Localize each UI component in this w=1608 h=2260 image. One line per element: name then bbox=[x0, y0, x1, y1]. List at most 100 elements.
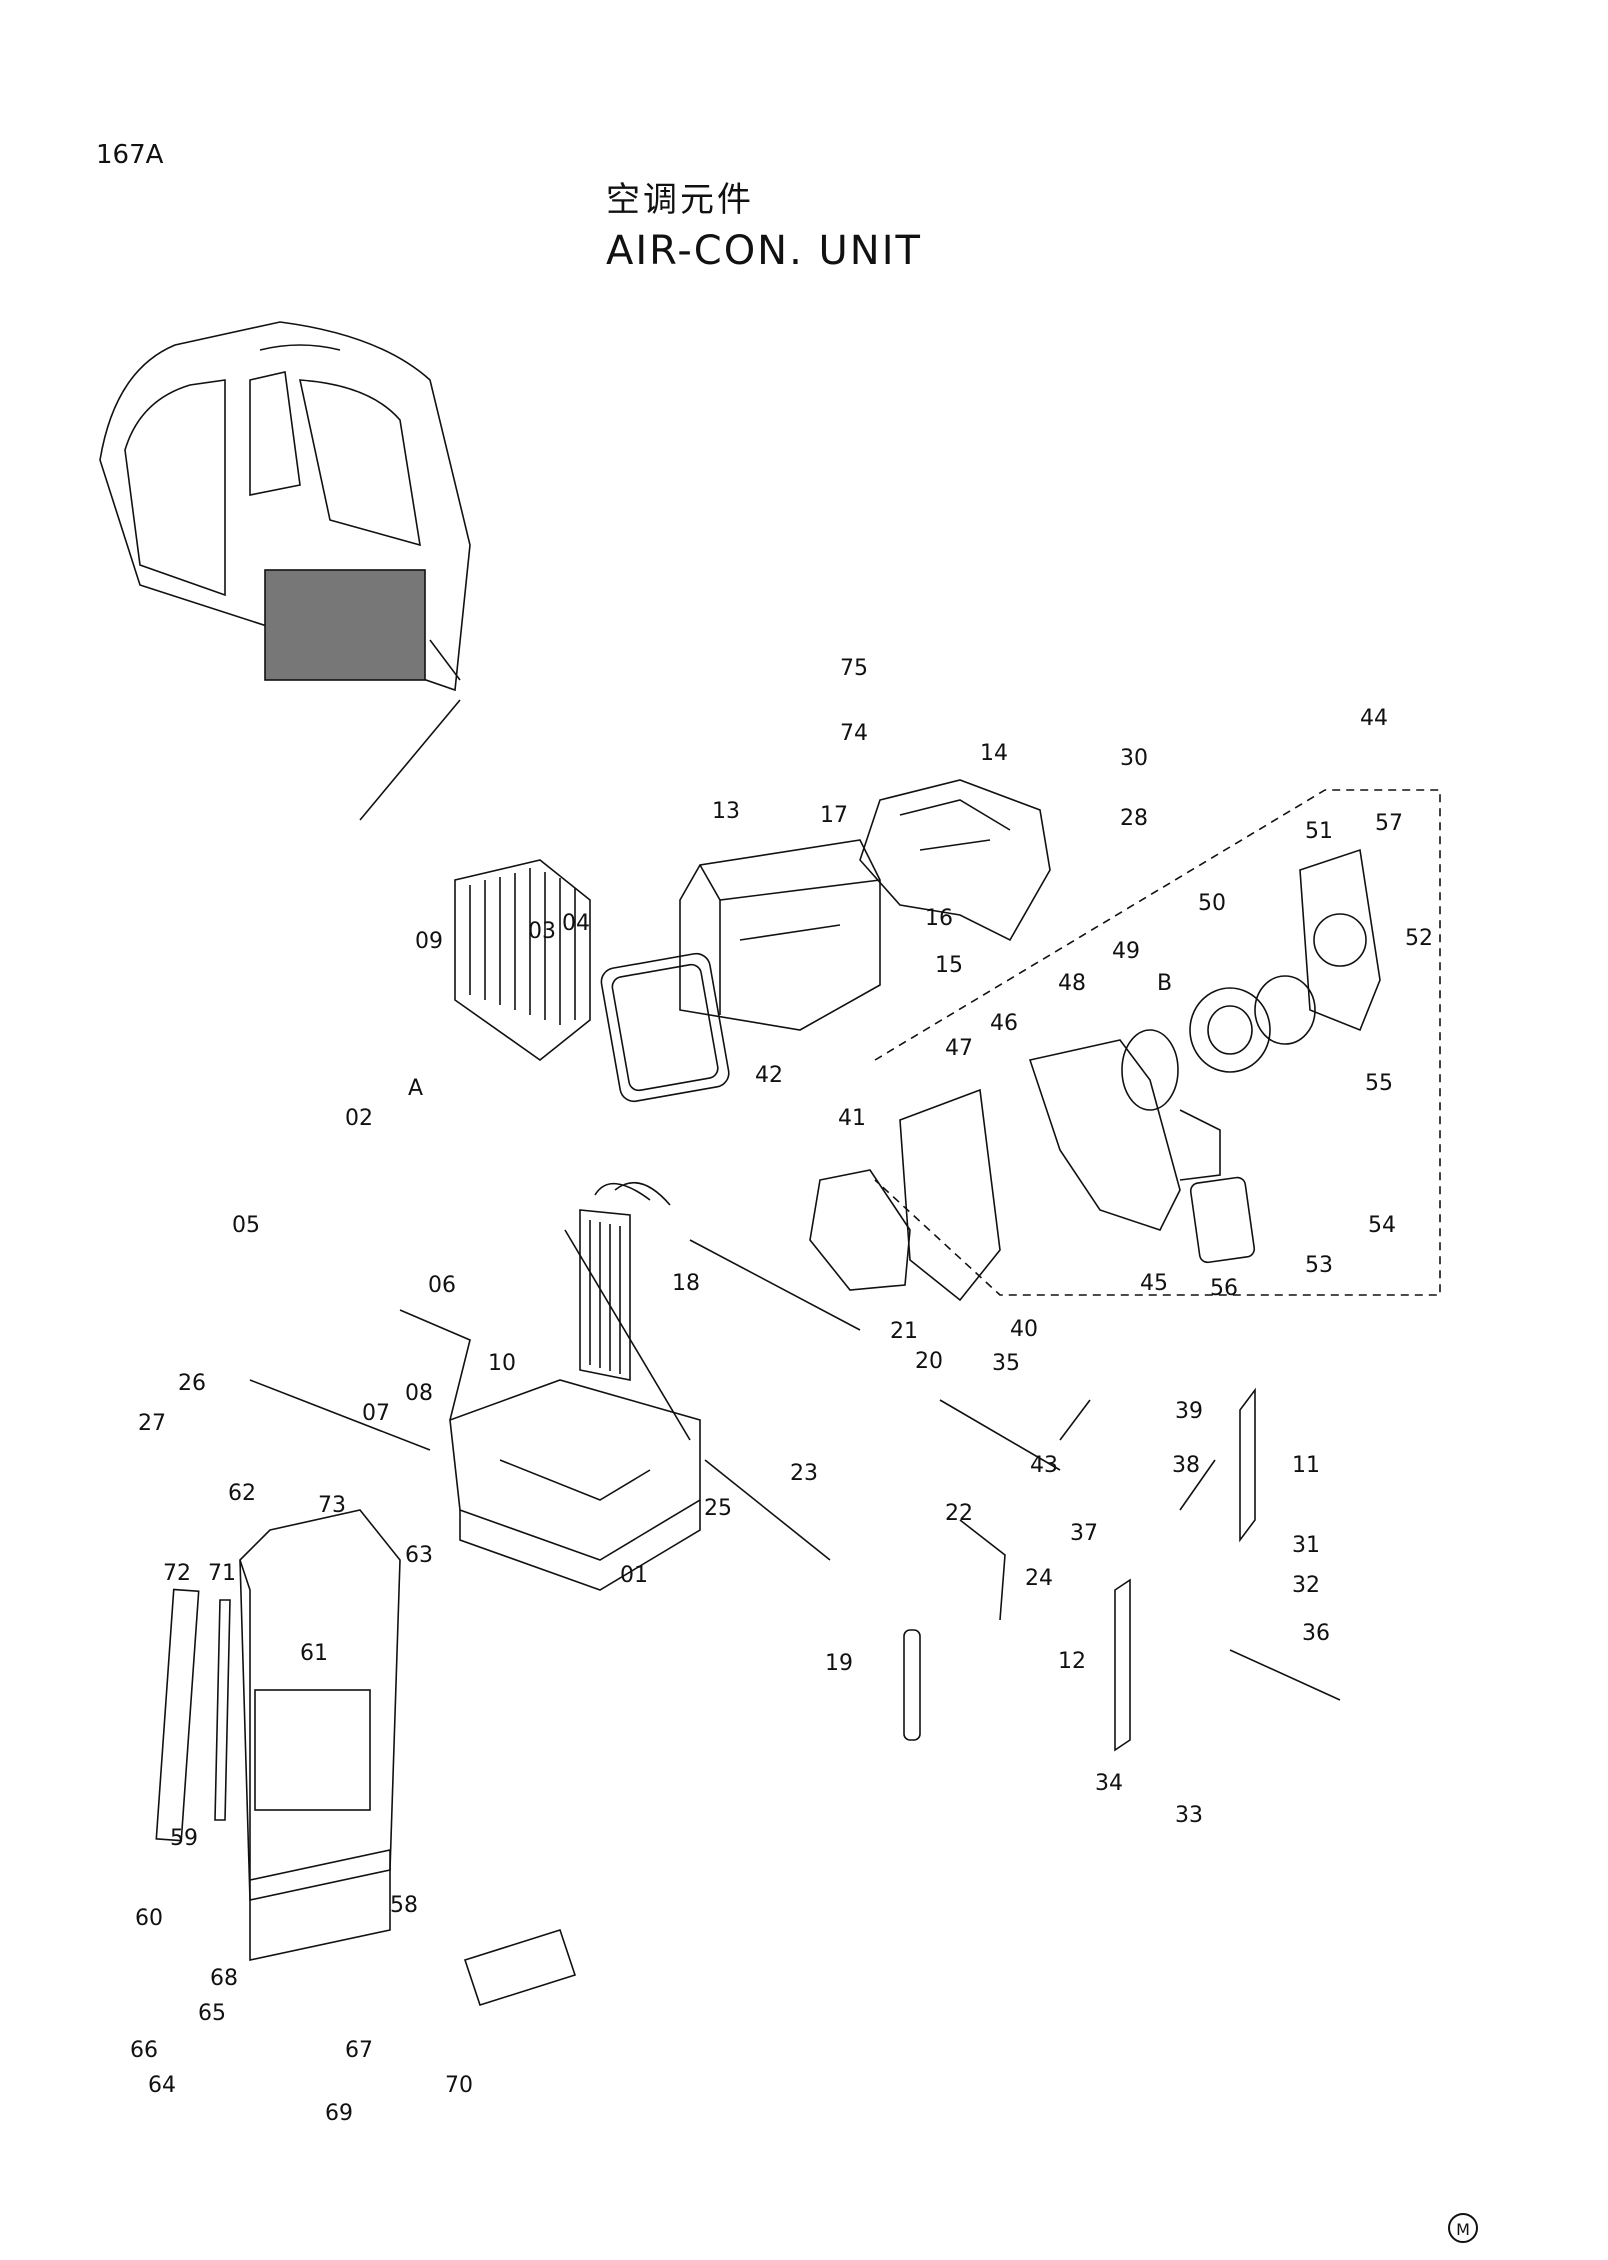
callout-32: 32 bbox=[1292, 1573, 1320, 1598]
blower-housing bbox=[899, 1029, 1221, 1302]
callout-60: 60 bbox=[135, 1906, 163, 1931]
m-mark-icon: M bbox=[1448, 2213, 1478, 2243]
callout-04: 04 bbox=[562, 911, 590, 936]
callout-09: 09 bbox=[415, 929, 443, 954]
callout-37: 37 bbox=[1070, 1521, 1098, 1546]
blower-assembly-group bbox=[874, 789, 1441, 1296]
callout-38: 38 bbox=[1172, 1453, 1200, 1478]
callout-46: 46 bbox=[990, 1011, 1018, 1036]
callout-34: 34 bbox=[1095, 1771, 1123, 1796]
callout-28: 28 bbox=[1120, 806, 1148, 831]
callout-51: 51 bbox=[1305, 819, 1333, 844]
title-english: AIR-CON. UNIT bbox=[606, 228, 922, 274]
callout-23: 23 bbox=[790, 1461, 818, 1486]
callout-06: 06 bbox=[428, 1273, 456, 1298]
cab-outline bbox=[99, 321, 471, 821]
case-gasket bbox=[600, 952, 730, 1103]
callout-74: 74 bbox=[840, 721, 868, 746]
callout-49: 49 bbox=[1112, 939, 1140, 964]
callout-47: 47 bbox=[945, 1036, 973, 1061]
heater-core bbox=[579, 1181, 671, 1381]
callout-36: 36 bbox=[1302, 1621, 1330, 1646]
callout-13: 13 bbox=[712, 799, 740, 824]
callout-07: 07 bbox=[362, 1401, 390, 1426]
callout-11: 11 bbox=[1292, 1453, 1320, 1478]
title-chinese: 空调元件 bbox=[606, 180, 754, 220]
bracket-11 bbox=[1239, 1387, 1256, 1543]
callout-43: 43 bbox=[1030, 1453, 1058, 1478]
callout-10: 10 bbox=[488, 1351, 516, 1376]
callout-53: 53 bbox=[1305, 1253, 1333, 1278]
callout-44: 44 bbox=[1360, 706, 1388, 731]
callout-03: 03 bbox=[528, 919, 556, 944]
callout-17: 17 bbox=[820, 803, 848, 828]
callout-42: 42 bbox=[755, 1063, 783, 1088]
upper-case bbox=[679, 839, 881, 1031]
panel-72 bbox=[155, 1588, 200, 1842]
callout-52: 52 bbox=[1405, 926, 1433, 951]
lower-case bbox=[449, 1379, 701, 1591]
callout-59: 59 bbox=[170, 1826, 198, 1851]
callout-01: 01 bbox=[620, 1563, 648, 1588]
callout-41: 41 bbox=[838, 1106, 866, 1131]
callout-25: 25 bbox=[704, 1496, 732, 1521]
callout-67: 67 bbox=[345, 2038, 373, 2063]
callout-33: 33 bbox=[1175, 1803, 1203, 1828]
callout-64: 64 bbox=[148, 2073, 176, 2098]
callout-30: 30 bbox=[1120, 746, 1148, 771]
callout-08: 08 bbox=[405, 1381, 433, 1406]
filter bbox=[1189, 1176, 1256, 1264]
callout-20: 20 bbox=[915, 1349, 943, 1374]
strip-71 bbox=[214, 1599, 231, 1821]
page-number: 167A bbox=[96, 140, 164, 170]
evaporator-core bbox=[454, 859, 591, 1062]
callout-62: 62 bbox=[228, 1481, 256, 1506]
callout-75: 75 bbox=[840, 656, 868, 681]
bracket-58 bbox=[249, 1849, 391, 1961]
pipe-24 bbox=[959, 1519, 1006, 1621]
callout-66: 66 bbox=[130, 2038, 158, 2063]
callout-24: 24 bbox=[1025, 1566, 1053, 1591]
callout-48: 48 bbox=[1058, 971, 1086, 996]
callout-69: 69 bbox=[325, 2101, 353, 2126]
callout-16: 16 bbox=[925, 906, 953, 931]
blower-gasket bbox=[809, 1169, 911, 1291]
air-duct-cover bbox=[859, 779, 1051, 942]
callout-72: 72 bbox=[163, 1561, 191, 1586]
ref-letter-a: A bbox=[408, 1076, 423, 1101]
callout-18: 18 bbox=[672, 1271, 700, 1296]
callout-26: 26 bbox=[178, 1371, 206, 1396]
callout-55: 55 bbox=[1365, 1071, 1393, 1096]
motor-plate bbox=[1299, 848, 1381, 1032]
callout-54: 54 bbox=[1368, 1213, 1396, 1238]
callout-40: 40 bbox=[1010, 1317, 1038, 1342]
callout-21: 21 bbox=[890, 1319, 918, 1344]
callout-65: 65 bbox=[198, 2001, 226, 2026]
callout-15: 15 bbox=[935, 953, 963, 978]
blower-fan bbox=[1189, 975, 1316, 1073]
callout-68: 68 bbox=[210, 1966, 238, 1991]
callout-63: 63 bbox=[405, 1543, 433, 1568]
callout-35: 35 bbox=[992, 1351, 1020, 1376]
callout-02: 02 bbox=[345, 1106, 373, 1131]
callout-45: 45 bbox=[1140, 1271, 1168, 1296]
mounting-bracket bbox=[239, 1509, 401, 1901]
callout-labels: 75 74 14 30 28 44 57 52 51 50 13 17 16 1… bbox=[130, 656, 1433, 2126]
callout-05: 05 bbox=[232, 1213, 260, 1238]
relay-block bbox=[463, 1929, 577, 2006]
callout-56: 56 bbox=[1210, 1276, 1238, 1301]
callout-73: 73 bbox=[318, 1493, 346, 1518]
callout-14: 14 bbox=[980, 741, 1008, 766]
callout-58: 58 bbox=[390, 1893, 418, 1918]
callout-61: 61 bbox=[300, 1641, 328, 1666]
callout-39: 39 bbox=[1175, 1399, 1203, 1424]
callout-71: 71 bbox=[208, 1561, 236, 1586]
ref-letter-b: B bbox=[1157, 971, 1172, 996]
callout-19: 19 bbox=[825, 1651, 853, 1676]
callout-22: 22 bbox=[945, 1501, 973, 1526]
callout-31: 31 bbox=[1292, 1533, 1320, 1558]
pipe-19 bbox=[903, 1629, 921, 1741]
callout-57: 57 bbox=[1375, 811, 1403, 836]
